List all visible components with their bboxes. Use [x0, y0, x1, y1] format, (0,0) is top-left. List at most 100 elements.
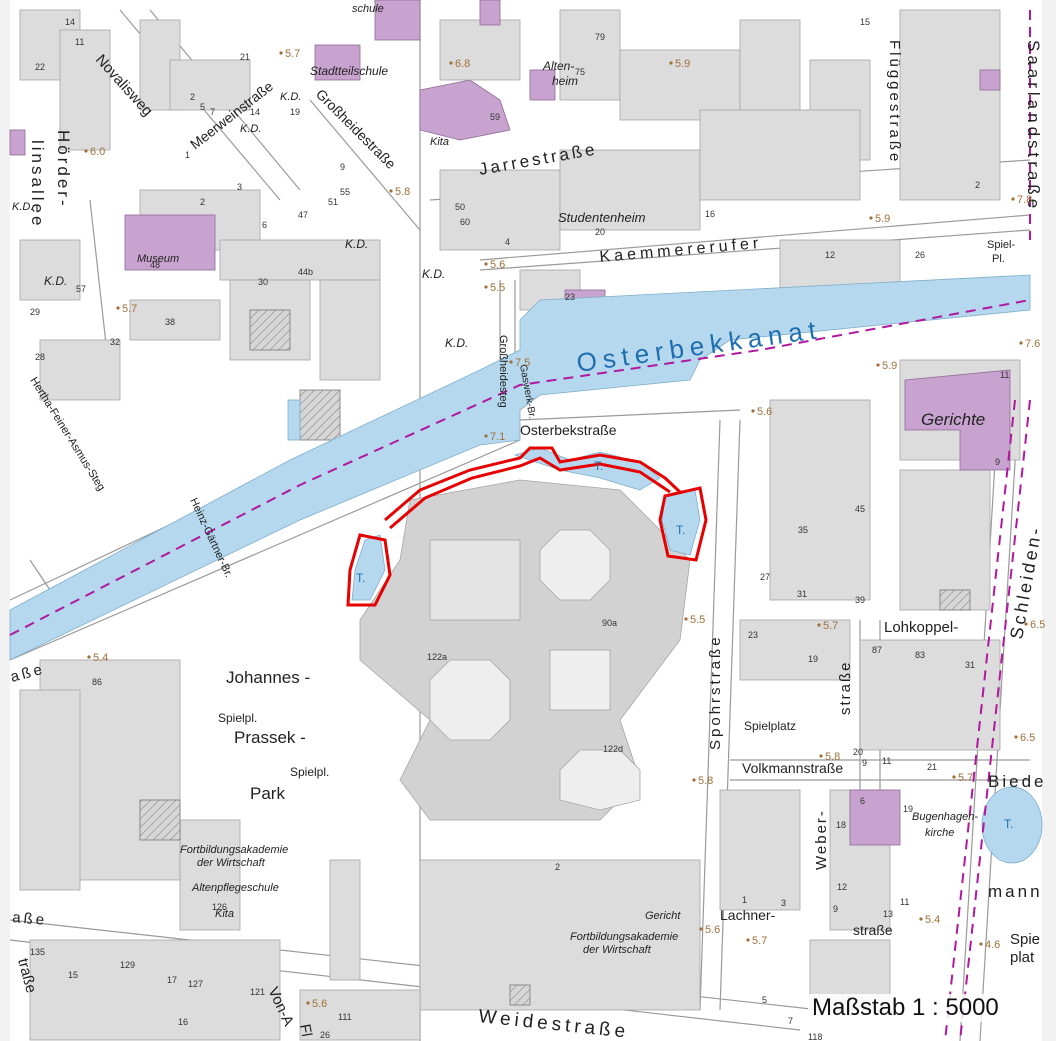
house-number: 111	[338, 1012, 352, 1022]
elevation-label: 5.8	[395, 186, 410, 198]
label-spiel-right-a: Spie	[1010, 931, 1040, 948]
elevation-point	[952, 775, 956, 779]
elevation-label: 5.4	[93, 652, 108, 664]
house-number: 48	[150, 260, 160, 270]
house-number: 7	[210, 107, 215, 117]
house-number: 86	[92, 677, 102, 687]
street-mann: mann	[988, 882, 1043, 901]
elevation-label: 6.5	[1020, 732, 1035, 744]
house-number: 2	[975, 180, 980, 190]
elevation-label: 6.5	[1030, 619, 1045, 631]
house-number: 23	[565, 292, 575, 302]
house-number: 17	[167, 975, 177, 985]
street-volkmannstrasse: Volkmannstraße	[742, 760, 843, 776]
house-number: 1	[742, 895, 747, 905]
elevation-label: 5.5	[490, 282, 505, 294]
house-number: 11	[900, 897, 909, 907]
label-studentenheim: Studentenheim	[558, 210, 646, 225]
label-gerichte: Gerichte	[921, 410, 985, 429]
house-number: 20	[853, 747, 863, 757]
house-number: 16	[705, 209, 715, 219]
house-number: 11	[1000, 370, 1009, 380]
elevation-point	[684, 617, 688, 621]
scale-label: Maßstab 1 : 5000	[808, 994, 1003, 1022]
street-lohkoppel: Lohkoppel-	[884, 619, 958, 636]
house-number: 121	[250, 987, 265, 997]
street-weber-strasse: straße	[853, 922, 893, 938]
house-number: 26	[915, 250, 925, 260]
street-lachner: Lachner-	[720, 907, 776, 923]
label-stadtteilschule: Stadtteilschule	[310, 64, 388, 78]
elevation-label: 5.6	[490, 259, 505, 271]
label-park-b: Prassek -	[234, 728, 306, 747]
house-number: 20	[595, 227, 605, 237]
house-number: 22	[35, 62, 45, 72]
house-number: 7	[788, 1016, 793, 1026]
elevation-point	[869, 216, 873, 220]
elevation-point	[919, 917, 923, 921]
elevation-label: 5.9	[882, 360, 897, 372]
house-number: 127	[188, 979, 203, 989]
house-number: 55	[340, 187, 350, 197]
elevation-label: 5.7	[752, 935, 767, 947]
elevation-point	[449, 61, 453, 65]
house-number: 4	[505, 237, 510, 247]
house-number: 15	[68, 970, 78, 980]
elevation-label: 5.8	[698, 775, 713, 787]
elevation-point	[116, 306, 120, 310]
house-number: 3	[237, 182, 242, 192]
street-hoelderlinsallee-a: Hörder-	[54, 130, 73, 209]
label-pond-4: T.	[1004, 817, 1013, 831]
elevation-point	[669, 61, 673, 65]
elevation-label: 5.6	[757, 406, 772, 418]
label-kd-4: K.D.	[345, 237, 368, 251]
house-number: 18	[836, 820, 846, 830]
house-number: 5	[200, 102, 205, 112]
house-number: 50	[455, 202, 465, 212]
elevation-point	[979, 942, 983, 946]
elevation-point	[819, 754, 823, 758]
label-altenheim-a: Alten-	[542, 59, 574, 73]
elevation-label: 7.5	[515, 357, 530, 369]
elevation-point	[279, 51, 283, 55]
house-number: 9	[995, 457, 1000, 467]
place-labels: schule Stadtteilschule Alten- heim Kita …	[12, 3, 1040, 966]
elevation-point	[484, 434, 488, 438]
street-spohrstrasse: Spohrstraße	[707, 634, 724, 750]
house-number: 12	[825, 250, 835, 260]
house-number: 19	[290, 107, 300, 117]
label-kita-2: Kita	[215, 908, 234, 920]
label-spielplatz: Spielplatz	[744, 719, 796, 733]
elevation-point	[1024, 622, 1028, 626]
buildings	[19, 9, 1021, 1041]
street-grossheidesteg: Großheidesteg	[497, 335, 509, 408]
street-weber: Weber-	[813, 809, 830, 870]
house-number: 6	[262, 220, 267, 230]
label-gericht: Gericht	[645, 910, 681, 922]
street-hoelderlinsallee-b: linsallee	[28, 140, 47, 228]
elevation-point	[87, 655, 91, 659]
elevation-label: 7.8	[1017, 194, 1032, 206]
house-number: 35	[798, 525, 808, 535]
house-number: 19	[903, 804, 913, 814]
elevation-point	[84, 149, 88, 153]
house-number: 31	[965, 660, 975, 670]
elevation-point	[699, 927, 703, 931]
label-kd-5: K.D.	[422, 267, 445, 281]
label-schule: schule	[352, 3, 384, 15]
house-number: 15	[860, 17, 870, 27]
label-fortbildung-a: Fortbildungsakademie	[180, 844, 288, 856]
house-number: 21	[927, 762, 937, 772]
label-park-c: Park	[250, 784, 285, 803]
elevation-point	[484, 262, 488, 266]
house-number: 9	[340, 162, 345, 172]
highlighted-area[interactable]	[346, 446, 708, 607]
label-fortbildung2-b: der Wirtschaft	[583, 944, 652, 956]
district-boundary	[9, 10, 1031, 1041]
street-saarlandstrasse: Saarlandstraße	[1024, 40, 1043, 212]
label-kd-7: K.D.	[445, 336, 468, 350]
house-number: 47	[298, 210, 308, 220]
house-number: 129	[120, 960, 135, 970]
